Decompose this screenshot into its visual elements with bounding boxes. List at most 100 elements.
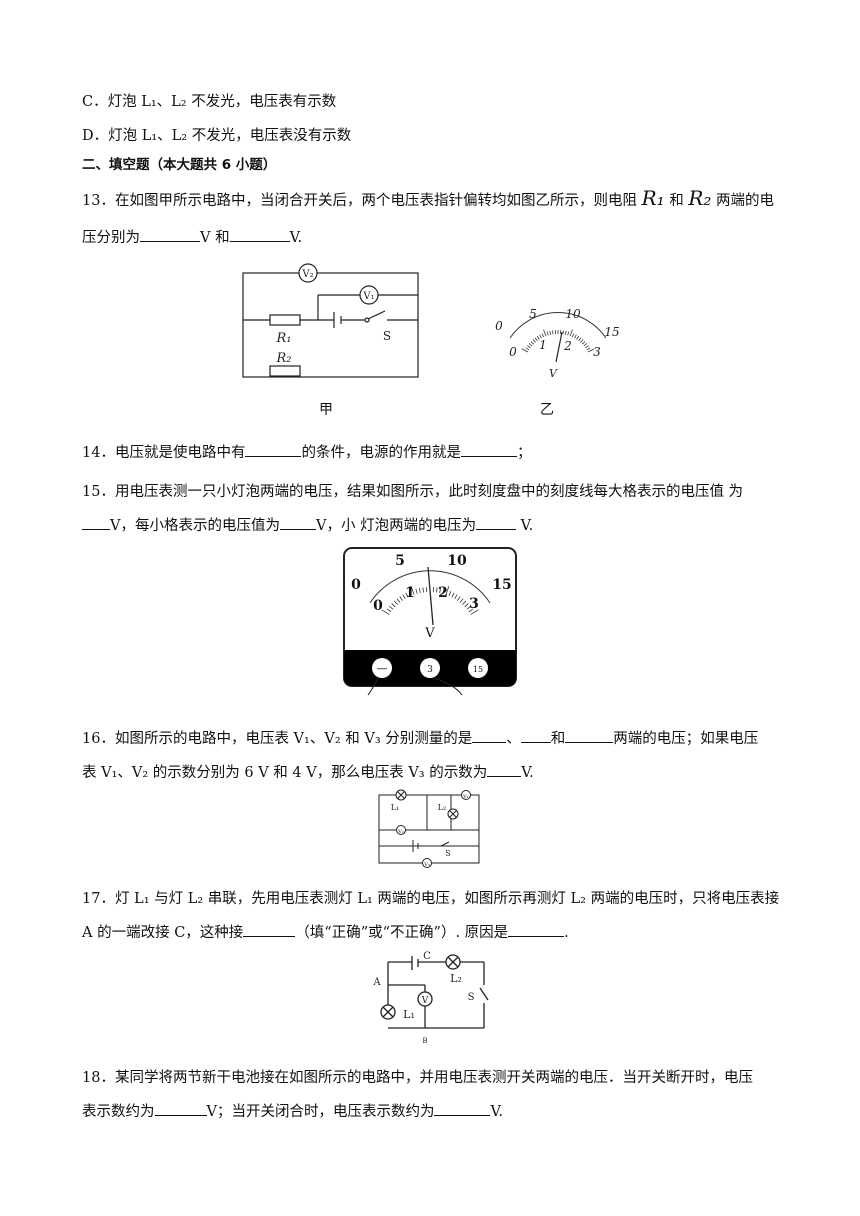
dial-tick [445,586,450,595]
q17-line2-a: A 的一端改接 C，这种接 [82,925,244,941]
q13-dial-top-0: 0 [495,319,503,333]
q17-blank-2[interactable] [508,922,565,937]
q16-label-v2: V₂ [397,829,404,835]
q17-line1-text: 灯 L₁ 与灯 L₂ 串联，先用电压表测灯 L₁ 两端的电压，如图所示再测灯 L… [114,891,780,907]
q15-blank-3[interactable] [476,515,517,530]
dial-tick [462,600,467,605]
q15-blank-1[interactable] [82,515,110,530]
q15-line1-text: 用电压表测一只小灯泡两端的电压，结果如图所示，此时刻度盘中的刻度线每大格表示的电… [114,484,744,500]
q16-blank-2[interactable] [520,728,551,743]
q16-blank-3[interactable] [565,728,614,743]
q16-line1: 16．如图所示的电路中，电压表 V₁、V₂ 和 V₃ 分别测量的是、和两端的电压… [82,727,758,748]
q14-blank-1[interactable] [245,442,302,457]
dial-tick [552,330,554,335]
q14-number: 14． [82,445,115,461]
q17-label-s: S [468,992,475,1003]
dial-tick [442,588,445,594]
dial-tick [415,588,418,594]
q13-dial-top-15: 15 [604,325,619,339]
q13-label-r2: R₂ [276,351,292,366]
dial-tick [521,348,529,353]
q16-line1-a: 如图所示的电路中，电压表 V₁、V₂ 和 V₃ 分别测量的是 [114,731,473,747]
dial-tick [466,605,472,610]
q15-meter-top-5: 5 [395,553,405,569]
q15-blank-2[interactable] [279,515,316,530]
option-c: C．灯泡 L₁、L₂ 不发光，电压表有示数 [82,94,337,110]
dial-tick [527,345,531,349]
option-d: D．灯泡 L₁、L₂ 不发光，电压表没有示数 [82,128,352,144]
q16-line2-a: 表 V₁、V₂ 的示数分别为 6 V 和 4 V，那么电压表 V₃ 的示数为 [82,765,488,781]
dial-tick [405,592,409,598]
q17-line2-b: （填“正确”或“不正确”）. 原因是 [295,925,509,941]
dial-tick [539,334,542,339]
q13-label-s: S [383,329,391,343]
q16-label-l2: L₂ [438,803,447,812]
q15-meter-top-10: 10 [447,553,467,569]
q18-blank-2[interactable] [434,1101,491,1116]
q17-line1: 17．灯 L₁ 与灯 L₂ 串联，先用电压表测灯 L₁ 两端的电压，如图所示再测… [82,887,779,908]
dial-tick [464,603,469,608]
dial-tick [436,587,438,593]
q15-meter-top-0: 0 [351,577,361,593]
dial-tick [451,592,455,598]
dial-tick [532,339,536,343]
q13-text-b: 两端的电 [711,193,775,209]
q13-dial-needle [555,331,563,363]
dial-tick [391,603,396,608]
dial-tick [408,591,412,597]
q13-blank-1[interactable] [140,227,200,242]
dial-tick [585,345,589,349]
q17-number: 17． [82,891,115,907]
q17-circuit-figure: A C L₂ S L₁ V B [372,951,489,1045]
q13-line2-a: 压分别为 [82,230,140,246]
q14-blank-2[interactable] [460,442,517,457]
q13-number: 13． [82,193,115,209]
q13-dial-top-10: 10 [565,307,581,321]
q13-dial-figure: 0 5 10 15 0 1 2 3 V [495,307,619,380]
q14-text-c: ； [516,445,532,461]
dial-tick [468,608,474,613]
q15-terminal-3-label: 3 [427,665,433,675]
dial-tick [525,347,530,351]
q13-text-a: 在如图甲所示电路中，当闭合开关后，两个电压表指针偏转均如图乙所示，则电阻 [114,193,642,209]
dial-tick [578,337,582,342]
dial-tick [581,341,586,345]
q14-text-a: 电压就是使电路中有 [114,445,246,461]
dial-tick [422,587,424,593]
q15-line2-b: V，小 灯泡两端的电压为 [315,518,477,534]
q15-terminal-minus[interactable] [372,658,392,678]
dial-tick [569,329,573,337]
dial-tick [388,605,394,610]
dial-tick [410,586,415,595]
dial-tick [580,339,584,343]
dial-tick [530,341,535,345]
q18-line2-c: V. [490,1104,504,1120]
q15-terminal-minus-label: — [377,662,388,675]
dial-tick [546,331,549,336]
q16-sep1: 、 [506,731,521,747]
dial-tick [393,600,398,605]
q16-blank-1[interactable] [472,728,507,743]
q13-label-r1: R₁ [276,331,292,346]
q13-and: 和 [669,193,689,209]
dial-tick [587,348,595,353]
q13-blank-2[interactable] [229,227,290,242]
q17-blank-1[interactable] [243,922,296,937]
q13-caption-jia: 甲 [319,402,333,418]
dial-tick [454,594,458,600]
q16-label-v1: V₁ [462,794,469,800]
dial-tick [576,335,580,340]
q15-meter-top-15: 15 [492,577,511,593]
q16-blank-4[interactable] [487,762,522,777]
dial-tick [562,330,564,335]
q18-line1: 18．某同学将两节新干电池接在如图所示的电路中，并用电压表测开关两端的电压．当开… [82,1066,753,1087]
q18-blank-1[interactable] [154,1101,207,1116]
dial-tick [439,588,442,594]
q15-terminal-15[interactable] [468,658,488,678]
q16-line1-b: 两端的电压；如果电压 [613,731,759,747]
q15-terminal-3[interactable] [420,658,440,678]
dial-tick [381,609,390,615]
q18-number: 18． [82,1070,115,1086]
